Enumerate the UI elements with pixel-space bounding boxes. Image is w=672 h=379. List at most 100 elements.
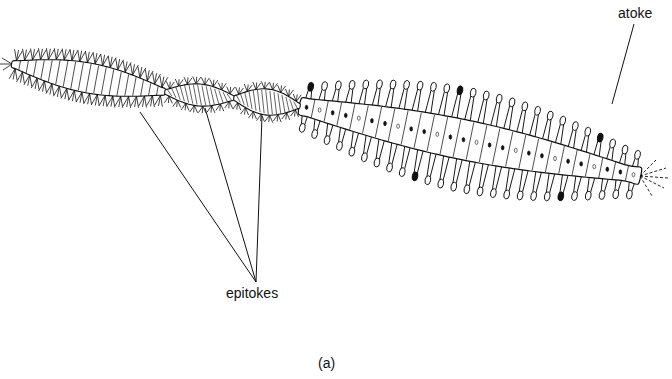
segment-line <box>26 61 28 74</box>
chaeta <box>17 51 23 61</box>
chaeta <box>82 92 84 104</box>
segment-line <box>324 101 328 121</box>
segment-line <box>401 111 408 145</box>
chaeta <box>76 92 82 102</box>
parapodium-tip <box>557 191 564 201</box>
parapodium-tip <box>547 111 554 121</box>
segment-dot <box>384 121 387 125</box>
hatch-line <box>236 94 240 102</box>
chaeta <box>95 95 97 106</box>
chaeta <box>31 78 37 88</box>
chaeta <box>155 95 161 105</box>
segment-dot <box>344 113 347 117</box>
chaeta <box>72 90 74 101</box>
chaeta <box>23 49 25 61</box>
segment-line <box>78 63 83 91</box>
parapodium-tip <box>416 81 423 91</box>
chaeta <box>64 50 70 60</box>
segment-line <box>492 128 499 164</box>
parapodium-tip <box>348 80 355 90</box>
chaeta <box>35 78 37 89</box>
parapodium <box>463 157 476 194</box>
chaeta <box>103 56 109 66</box>
chaeta <box>39 81 45 91</box>
chaeta <box>147 71 153 81</box>
parapodium <box>451 85 464 122</box>
segment-line <box>56 61 60 85</box>
chaeta <box>187 78 192 85</box>
chaeta <box>270 82 273 89</box>
segment-dot <box>371 119 374 123</box>
parapodium-tip <box>321 81 328 91</box>
segment-line <box>48 60 52 81</box>
chaeta <box>101 54 103 66</box>
segment-dot <box>619 170 622 174</box>
hatch-line <box>286 97 290 112</box>
chaeta <box>173 100 178 107</box>
parapodium-tip <box>516 190 523 200</box>
chaeta <box>84 93 90 103</box>
hatch-line <box>278 93 281 114</box>
segment-line <box>94 66 99 94</box>
parapodium-tip <box>508 97 515 107</box>
chaeta <box>278 115 281 122</box>
parapodium-tip <box>584 127 591 137</box>
chaeta <box>95 54 101 64</box>
chaeta <box>131 64 133 76</box>
tail-cirrus <box>2 58 12 64</box>
chaeta <box>248 112 253 118</box>
atoke-body <box>298 79 668 201</box>
chaeta <box>108 56 110 68</box>
chaeta <box>113 96 115 108</box>
chaeta <box>139 96 145 106</box>
segment-line <box>427 115 434 151</box>
chaeta <box>15 49 17 61</box>
parapodium-tip <box>597 133 604 143</box>
chaeta <box>133 65 139 75</box>
figure-label: (a) <box>318 356 335 371</box>
hatch-line <box>274 92 277 114</box>
segment-dot <box>580 162 583 166</box>
parapodium <box>477 90 490 127</box>
parapodium-tip <box>503 189 510 199</box>
parapodium-tip <box>483 90 490 100</box>
chaeta <box>181 103 186 110</box>
chaeta <box>30 75 32 87</box>
parapodium-tip <box>437 179 444 189</box>
parapodium-tip <box>634 150 641 160</box>
hatch-line <box>215 89 219 104</box>
head-cirrus <box>640 176 652 196</box>
parapodium <box>450 155 463 192</box>
segment-line <box>625 166 628 181</box>
chaeta <box>151 96 153 107</box>
hatch-line <box>202 85 206 105</box>
segment-dot <box>462 137 465 141</box>
chaeta <box>264 82 269 88</box>
chaeta <box>213 80 218 87</box>
chaeta <box>270 115 273 122</box>
chaeta <box>48 50 54 60</box>
chaeta <box>233 103 238 109</box>
hatch-line <box>290 99 294 111</box>
segment-dot <box>488 143 491 147</box>
chaeta <box>121 96 123 108</box>
chaeta <box>38 48 40 60</box>
chaeta <box>253 82 256 89</box>
segment-line <box>117 72 121 96</box>
parapodium-tip <box>336 141 343 151</box>
hatch-line <box>245 92 249 107</box>
segment-line <box>350 104 355 130</box>
parapodium-tip <box>411 171 418 181</box>
chaeta <box>265 115 270 121</box>
parapodium-tip <box>373 158 380 168</box>
chaeta <box>74 90 76 102</box>
chaeta <box>166 81 169 88</box>
chaeta <box>295 110 298 117</box>
segment-line <box>71 62 76 89</box>
chaeta <box>273 83 278 89</box>
chaeta <box>118 60 124 70</box>
hatch-line <box>249 91 252 109</box>
segment-line <box>141 80 144 96</box>
tail-cirrus <box>0 64 12 65</box>
